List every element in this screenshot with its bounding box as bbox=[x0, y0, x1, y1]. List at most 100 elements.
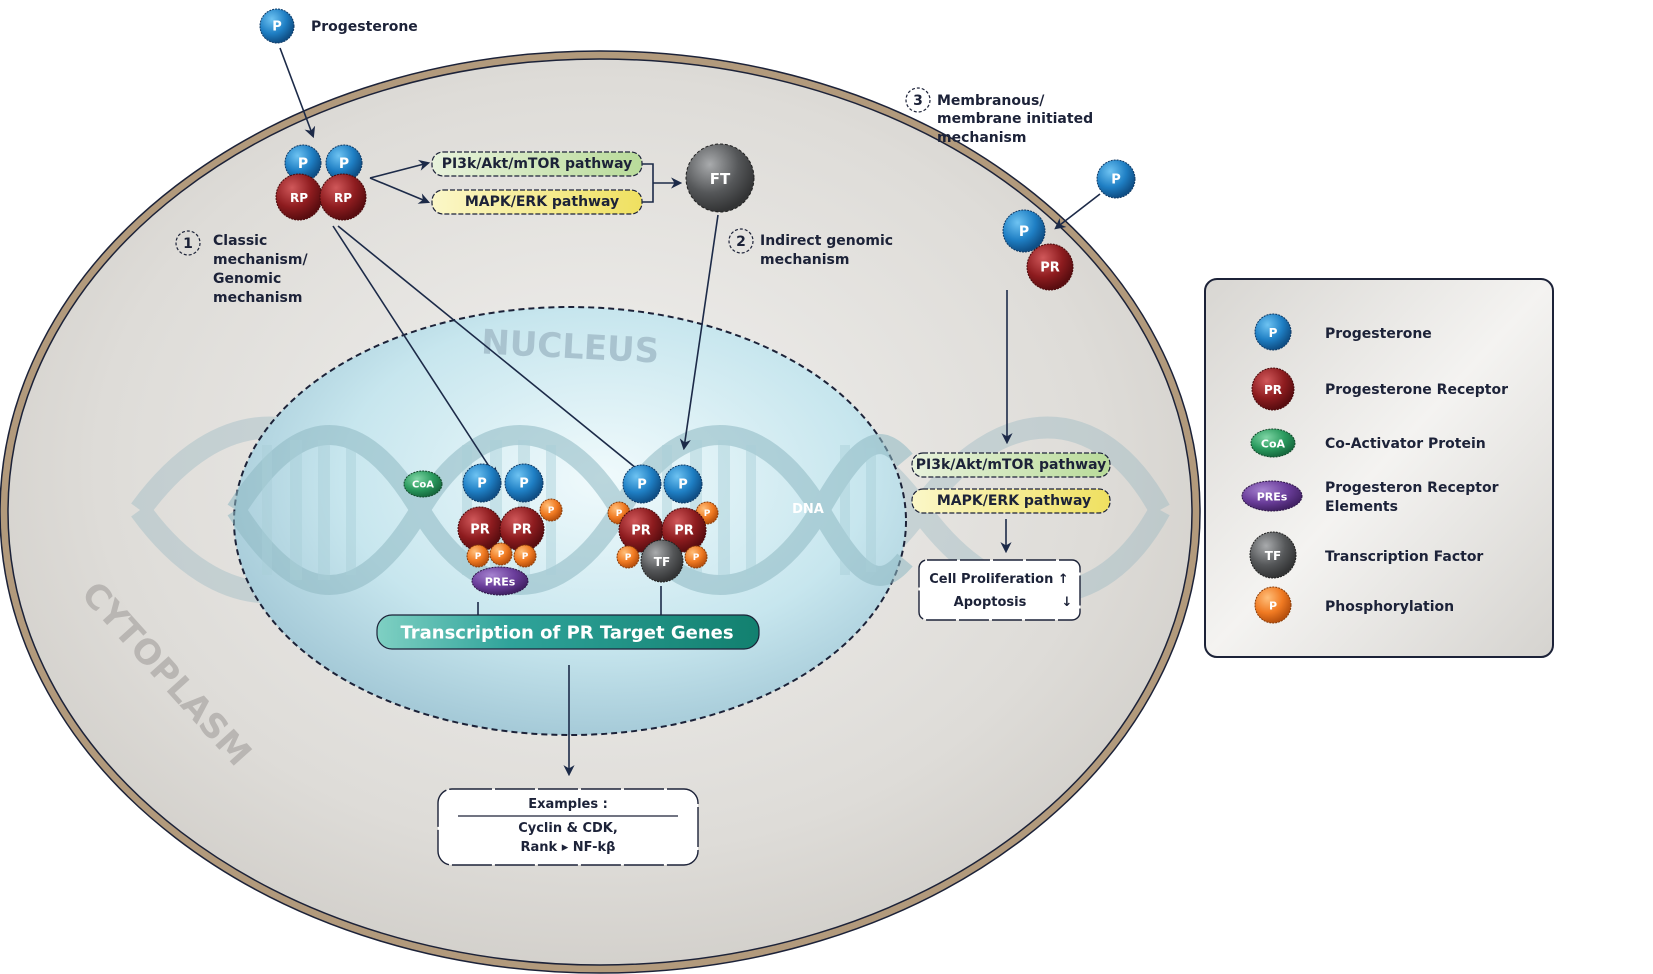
svg-text:P: P bbox=[498, 550, 505, 560]
receptor-complex-cytoplasm: P P RP RP bbox=[275, 144, 367, 221]
svg-text:CoA: CoA bbox=[1261, 438, 1286, 451]
transcription-bar: Transcription of PR Target Genes bbox=[376, 614, 760, 650]
svg-text:CoA: CoA bbox=[412, 480, 434, 491]
svg-text:Rank ▸ NF-kβ: Rank ▸ NF-kβ bbox=[521, 840, 616, 855]
svg-text:Apoptosis: Apoptosis bbox=[954, 595, 1027, 610]
svg-text:Elements: Elements bbox=[1325, 499, 1398, 515]
legend-item-pres: PREs Progesteron Receptor Elements bbox=[1241, 480, 1499, 515]
svg-text:FT: FT bbox=[710, 170, 731, 188]
svg-text:PREs: PREs bbox=[1257, 491, 1288, 504]
legend-item-transcription-factor: TF Transcription Factor bbox=[1249, 531, 1483, 579]
pathway-pi3k-lower: PI3k/Akt/mTOR pathway bbox=[911, 452, 1111, 478]
svg-text:↓: ↓ bbox=[1062, 595, 1073, 610]
cell-membrane-inner-line bbox=[7, 58, 1193, 966]
svg-text:3: 3 bbox=[913, 93, 923, 109]
svg-text:PR: PR bbox=[1264, 383, 1282, 397]
membrane-receptor: P PR bbox=[1002, 209, 1074, 291]
arrow-to-pi3k bbox=[369, 159, 431, 179]
svg-text:Indirect genomic: Indirect genomic bbox=[760, 233, 893, 249]
svg-text:PI3k/Akt/mTOR pathway: PI3k/Akt/mTOR pathway bbox=[916, 457, 1106, 473]
cell-membrane-outer-line bbox=[0, 50, 1201, 974]
svg-text:1: 1 bbox=[183, 236, 193, 252]
pathway-bracket bbox=[642, 163, 680, 203]
svg-text:PR: PR bbox=[674, 524, 694, 539]
svg-text:Examples :: Examples : bbox=[528, 797, 608, 812]
svg-text:P: P bbox=[475, 552, 482, 562]
svg-text:Transcription of PR Target Gen: Transcription of PR Target Genes bbox=[400, 623, 733, 644]
dna-label: DNA bbox=[792, 502, 824, 517]
legend-item-phosphorylation: P Phosphorylation bbox=[1254, 586, 1454, 624]
mechanism-3-label: 3 Membranous/ membrane initiated mechani… bbox=[905, 87, 1093, 146]
svg-text:P: P bbox=[519, 477, 529, 492]
mechanism-2-label: 2 Indirect genomic mechanism bbox=[728, 228, 893, 268]
svg-text:PR: PR bbox=[1040, 261, 1060, 276]
legend: P Progesterone PR Progesterone Receptor … bbox=[1204, 278, 1554, 658]
arrow-ft-to-complex2 bbox=[679, 214, 719, 451]
pathway-mapk-upper: MAPK/ERK pathway bbox=[431, 189, 643, 215]
svg-text:P: P bbox=[272, 20, 282, 35]
ft-molecule: FT bbox=[685, 143, 755, 213]
svg-text:RP: RP bbox=[290, 191, 308, 205]
svg-text:PR: PR bbox=[512, 523, 532, 538]
svg-text:P: P bbox=[678, 478, 688, 493]
svg-text:Classic: Classic bbox=[213, 233, 267, 249]
svg-text:P: P bbox=[1019, 224, 1029, 240]
svg-text:RP: RP bbox=[334, 191, 352, 205]
svg-text:2: 2 bbox=[736, 234, 746, 250]
arrow-classic-to-complex2 bbox=[337, 225, 649, 479]
svg-text:mechanism: mechanism bbox=[937, 130, 1026, 146]
legend-item-coactivator: CoA Co-Activator Protein bbox=[1250, 428, 1486, 458]
arrow-classic-to-complex1 bbox=[332, 225, 498, 479]
svg-text:P: P bbox=[477, 477, 487, 492]
membrane-external-progesterone: P bbox=[1096, 159, 1136, 199]
svg-text:P: P bbox=[637, 478, 647, 493]
svg-text:Progesteron Receptor: Progesteron Receptor bbox=[1325, 480, 1499, 496]
svg-text:Co-Activator Protein: Co-Activator Protein bbox=[1325, 436, 1486, 452]
svg-text:mechanism: mechanism bbox=[760, 252, 849, 268]
legend-item-progesterone: P Progesterone bbox=[1254, 313, 1432, 351]
dna-helix-inner bbox=[227, 425, 913, 595]
svg-text:Progesterone Receptor: Progesterone Receptor bbox=[1325, 382, 1508, 398]
svg-text:P: P bbox=[548, 506, 555, 516]
svg-text:TF: TF bbox=[654, 555, 670, 569]
svg-text:P: P bbox=[1269, 600, 1277, 613]
svg-text:Cell Proliferation ↑: Cell Proliferation ↑ bbox=[929, 572, 1069, 587]
svg-text:membrane initiated: membrane initiated bbox=[937, 111, 1093, 127]
legend-item-progesterone-receptor: PR Progesterone Receptor bbox=[1251, 367, 1508, 411]
svg-text:Genomic: Genomic bbox=[213, 271, 281, 287]
svg-text:P: P bbox=[1111, 173, 1121, 188]
nucleus-label: NUCLEUS bbox=[480, 322, 660, 371]
external-progesterone: P bbox=[259, 8, 295, 44]
nuclear-complex-classic: CoA P P P PR PR P P P PREs bbox=[403, 463, 563, 596]
svg-text:Phosphorylation: Phosphorylation bbox=[1325, 599, 1454, 615]
pathway-pi3k-upper: PI3k/Akt/mTOR pathway bbox=[431, 151, 643, 177]
svg-text:PI3k/Akt/mTOR pathway: PI3k/Akt/mTOR pathway bbox=[442, 156, 632, 172]
svg-text:TF: TF bbox=[1265, 549, 1281, 563]
arrow-to-mapk bbox=[369, 177, 431, 204]
pathway-mapk-lower: MAPK/ERK pathway bbox=[911, 488, 1111, 514]
svg-text:Cyclin & CDK,: Cyclin & CDK, bbox=[518, 821, 618, 836]
svg-text:P: P bbox=[298, 156, 308, 172]
arrow-progesterone-entry bbox=[279, 47, 316, 139]
svg-text:P: P bbox=[625, 553, 632, 563]
svg-text:P: P bbox=[339, 156, 349, 172]
svg-text:PR: PR bbox=[470, 523, 490, 538]
svg-text:PR: PR bbox=[631, 524, 651, 539]
svg-text:Progesterone: Progesterone bbox=[1325, 326, 1432, 342]
svg-text:P: P bbox=[522, 552, 529, 562]
svg-text:P: P bbox=[704, 509, 711, 519]
svg-text:P: P bbox=[693, 553, 700, 563]
cell-outcome-box: Cell Proliferation ↑ Apoptosis ↓ bbox=[918, 559, 1081, 621]
svg-text:MAPK/ERK pathway: MAPK/ERK pathway bbox=[465, 194, 619, 210]
svg-text:mechanism: mechanism bbox=[213, 290, 302, 306]
arrow-membrane-binding bbox=[1054, 193, 1101, 230]
examples-box: Examples : Cyclin & CDK, Rank ▸ NF-kβ bbox=[437, 788, 699, 866]
svg-text:P: P bbox=[1269, 326, 1278, 340]
svg-text:Membranous/: Membranous/ bbox=[937, 93, 1045, 109]
svg-text:P: P bbox=[616, 509, 623, 519]
nuclear-complex-indirect: P P P P PR PR P P TF bbox=[607, 464, 719, 583]
svg-text:PREs: PREs bbox=[485, 576, 516, 589]
svg-text:MAPK/ERK pathway: MAPK/ERK pathway bbox=[937, 493, 1091, 509]
progesterone-title: Progesterone bbox=[311, 19, 418, 35]
